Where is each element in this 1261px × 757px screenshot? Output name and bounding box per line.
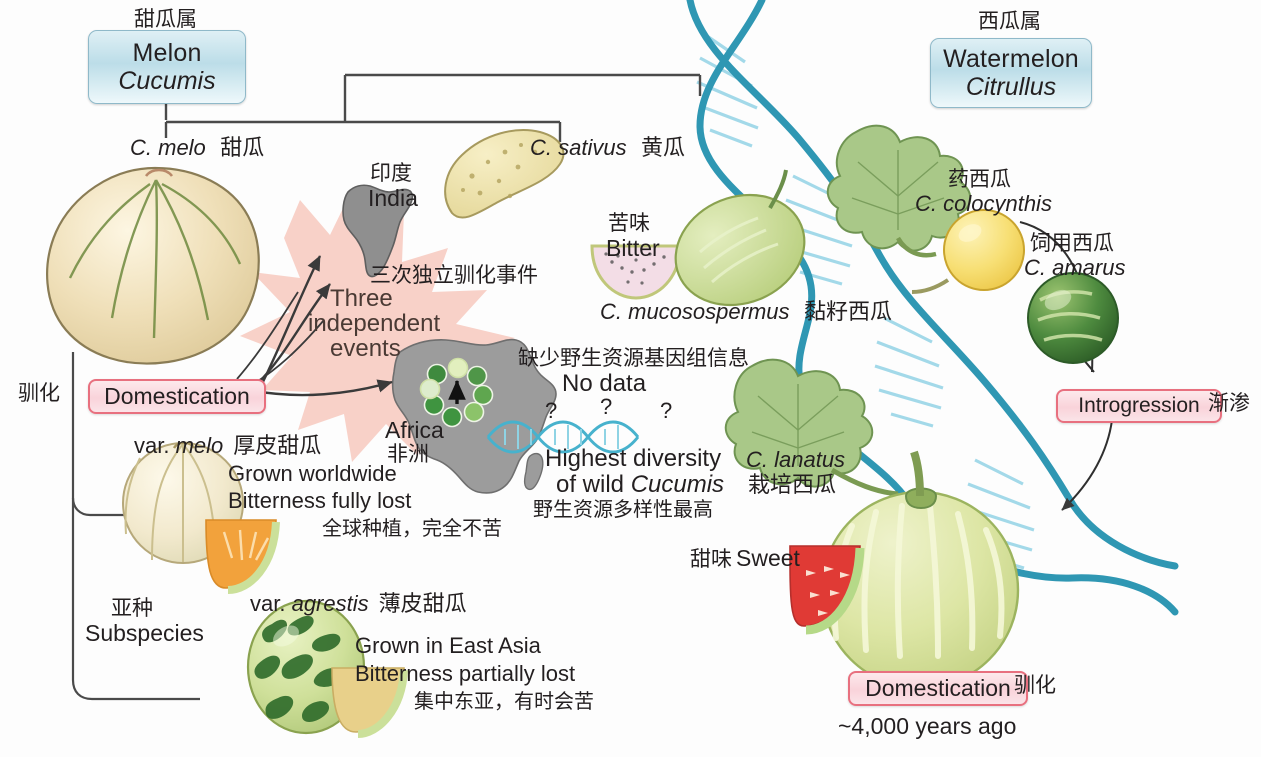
amarus-illustration: [1027, 272, 1119, 364]
lanatus-latin: C. lanatus: [746, 447, 846, 472]
var-agrestis-heading: var. agrestis 薄皮甜瓜: [250, 591, 467, 618]
var-agrestis-line1: Grown in East Asia: [355, 633, 541, 658]
mucosospermus-cn: 黏籽西瓜: [803, 300, 892, 325]
three-events-cn-label: 三次独立驯化事件: [370, 263, 538, 287]
genus-box-watermelon[interactable]: Watermelon Citrullus: [930, 38, 1092, 108]
domestication-age-label: ~4,000 years ago: [838, 713, 1017, 739]
three-events-line1: Three: [330, 285, 393, 312]
amarus-cn-label: 饲用西瓜: [1030, 231, 1114, 255]
subspecies-en-label: Subspecies: [85, 620, 204, 646]
var-melo-cn-line: 全球种植，完全不苦: [322, 516, 502, 540]
amarus-latin: C. amarus: [1024, 255, 1126, 280]
lanatus-illustration: [820, 450, 1020, 690]
subspecies-cn-label: 亚种: [111, 596, 153, 620]
domestication-melon-cn: 驯化: [18, 381, 60, 405]
africa-cn-label: 非洲: [387, 442, 429, 466]
africa-en-label: Africa: [385, 417, 444, 443]
genus-watermelon-latin: Citrullus: [965, 72, 1057, 101]
melon-illustration-c-melo: [46, 166, 260, 365]
genus-box-melon[interactable]: Melon Cucumis: [88, 30, 246, 104]
diversity-line2: of wild Cucumis: [556, 471, 725, 499]
genus-melon-common: Melon: [132, 38, 202, 67]
var-melo-line2: Bitterness fully lost: [228, 488, 412, 513]
question-mark-3: ?: [660, 398, 673, 423]
diversity-cn-label: 野生资源多样性最高: [533, 497, 713, 521]
bitter-en-label: Bitter: [606, 235, 660, 261]
var-agrestis-cn: 薄皮甜瓜: [378, 592, 467, 617]
introgression-cn-label: 渐渗: [1208, 391, 1250, 415]
india-en-label: India: [368, 185, 418, 211]
c-sativus-latin: C. sativus: [530, 135, 627, 160]
c-sativus-cn: 黄瓜: [641, 136, 686, 161]
var-agrestis-latin: agrestis: [291, 591, 369, 616]
diversity-of-wild: of wild: [556, 471, 631, 498]
domestication-badge-melon[interactable]: Domestication: [88, 379, 266, 414]
no-data-cn-label: 缺少野生资源基因组信息: [518, 346, 749, 370]
var-agrestis-cn-line: 集中东亚，有时会苦: [414, 689, 594, 713]
var-melo-cn: 厚皮甜瓜: [233, 434, 322, 459]
no-data-en-label: No data: [562, 370, 647, 397]
colocynthis-latin: C. colocynthis: [915, 191, 1052, 216]
genus-watermelon-cn-label: 西瓜属: [978, 9, 1041, 33]
lanatus-cn: 栽培西瓜: [748, 473, 837, 498]
c-melo-cn: 甜瓜: [220, 136, 265, 161]
colocynthis-cn-label: 药西瓜: [948, 167, 1011, 191]
c-melo-latin: C. melo: [130, 135, 206, 160]
introgression-badge[interactable]: Introgression: [1056, 389, 1222, 423]
melon-domestication-connector: [236, 291, 325, 391]
var-melo-latin: melo: [175, 433, 224, 458]
genus-watermelon-common: Watermelon: [943, 44, 1079, 73]
genus-melon-cn-label: 甜瓜属: [134, 7, 197, 31]
india-cn-label: 印度: [370, 161, 412, 185]
var-melo-prefix: var.: [134, 433, 176, 458]
sweet-wedge-illustration: [789, 545, 865, 635]
var-agrestis-prefix: var.: [250, 591, 292, 616]
question-mark-2: ?: [600, 394, 613, 419]
three-events-line2: independent: [308, 310, 441, 337]
domestication-badge-watermelon[interactable]: Domestication: [848, 671, 1028, 706]
species-label-c-melo: C. melo 甜瓜: [130, 135, 265, 162]
tree-lines-melon: [164, 73, 700, 142]
bitter-cn-label: 苦味: [608, 211, 650, 235]
sweet-cn: 甜味: [690, 547, 732, 571]
var-melo-heading: var. melo 厚皮甜瓜: [134, 433, 322, 460]
var-agrestis-line2: Bitterness partially lost: [355, 661, 576, 686]
domestication-melon-label: Domestication: [104, 383, 250, 409]
species-label-c-mucosospermus: C. mucosospermus 黏籽西瓜: [600, 299, 892, 326]
sweet-en: Sweet: [736, 545, 800, 571]
genus-melon-latin: Cucumis: [118, 66, 216, 95]
colocynthis-illustration: [911, 209, 1025, 294]
domestication-watermelon-cn: 驯化: [1014, 673, 1056, 697]
introgression-label: Introgression: [1078, 394, 1200, 417]
diversity-line1: Highest diversity: [545, 445, 722, 472]
domestication-watermelon-label: Domestication: [865, 675, 1011, 701]
var-melo-line1: Grown worldwide: [228, 461, 397, 486]
diversity-cucumis: Cucumis: [630, 471, 725, 498]
species-label-c-sativus: C. sativus 黄瓜: [530, 135, 686, 162]
three-events-line3: events: [330, 335, 401, 362]
question-mark-1: ?: [545, 398, 558, 423]
mucosospermus-latin: C. mucosospermus: [600, 299, 790, 324]
